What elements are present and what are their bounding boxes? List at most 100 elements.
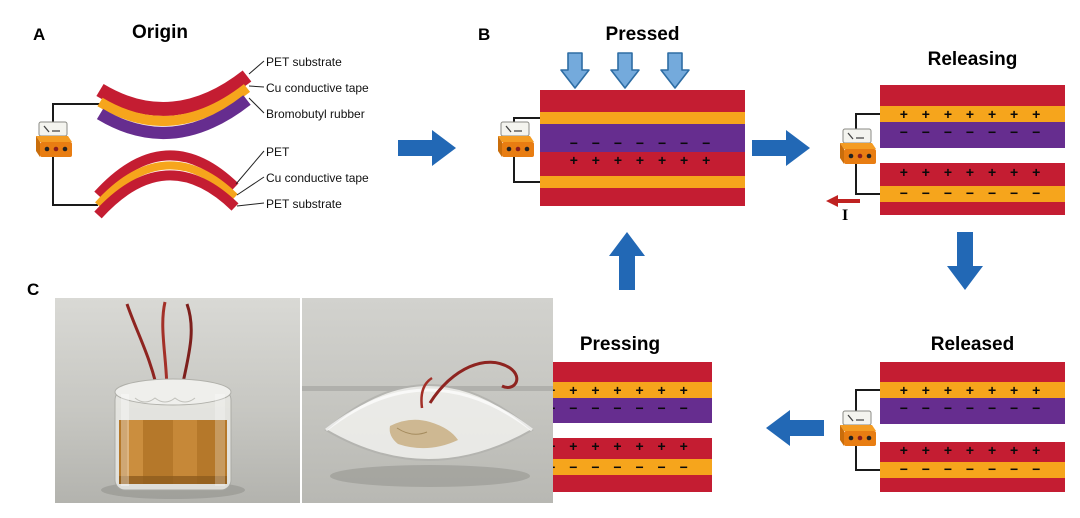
layer-pet <box>94 150 239 199</box>
copper-edge <box>119 476 227 484</box>
red-wire <box>428 360 519 404</box>
charge-row-plus: + + + + + + + <box>899 164 1046 180</box>
arrow-origin-to-pressed <box>398 130 456 166</box>
charge-row-plus: + + + + + + + <box>899 442 1046 458</box>
glass-highlight <box>121 394 129 486</box>
electrometer-icon <box>839 128 877 165</box>
press-arrow-icon <box>610 52 640 89</box>
layer-cu-tape <box>880 186 1065 202</box>
inner-device-detail <box>396 427 428 435</box>
releasing-stack: + + + + + + + − − − − − − − + + + + + + … <box>880 85 1065 215</box>
layer-pet-substrate <box>540 188 745 206</box>
photo-device-front <box>55 298 300 503</box>
label-pet-substrate-bot: PET substrate <box>266 197 342 211</box>
state-pressed: Pressed − − − − − − − + + + + + + + <box>490 18 750 210</box>
label-pet-substrate-top: PET substrate <box>266 55 342 69</box>
electrometer-icon <box>497 121 535 158</box>
state-title-released: Released <box>930 334 1015 355</box>
layer-cu-tape <box>528 382 712 398</box>
state-title-pressing: Pressing <box>579 334 661 355</box>
layer-pet-substrate <box>880 478 1065 492</box>
inner-film <box>134 397 196 403</box>
charge-row-minus: − − − − − − − <box>899 461 1046 477</box>
layer-pet-substrate <box>880 362 1065 382</box>
releasing-circuit <box>826 113 880 207</box>
press-arrow-icon <box>560 52 590 89</box>
origin-title: Origin <box>132 22 188 43</box>
charge-row-plus: + + + + + + + <box>569 152 716 168</box>
label-cu-tape-top: Cu conductive tape <box>266 81 369 95</box>
state-title-releasing: Releasing <box>927 49 1018 70</box>
pressed-circuit <box>497 117 540 183</box>
inner-device <box>389 419 458 449</box>
current-arrow-icon <box>826 195 860 207</box>
lens-highlight <box>325 388 533 432</box>
layer-rubber <box>540 124 745 152</box>
layer-pet <box>880 163 1065 186</box>
charge-row-plus: + + + + + + + <box>547 382 693 398</box>
arrow-releasing-to-released <box>947 232 983 290</box>
arrow-pressing-to-pressed <box>609 232 645 290</box>
cylinder-top <box>114 378 232 406</box>
layer-rubber <box>528 398 712 423</box>
charge-row-plus: + + + + + + + <box>547 438 693 454</box>
layer-pet <box>528 438 712 459</box>
state-title-pressed: Pressed <box>605 24 680 45</box>
layer-cu-tape <box>540 176 745 188</box>
charge-row-minus: − − − − − − − <box>547 459 693 475</box>
press-arrow-icon <box>660 52 690 89</box>
origin-diagram <box>35 60 265 219</box>
device-shadow <box>330 465 530 487</box>
layer-cu-tape <box>540 112 745 124</box>
layer-pet-substrate <box>880 202 1065 215</box>
layer-pet-substrate <box>540 90 745 112</box>
layer-cu-tape <box>880 462 1065 478</box>
layer-cu-tape <box>880 106 1065 122</box>
state-released: Released + + + + + + + − − − − − − − + +… <box>820 330 1080 500</box>
charge-row-plus: + + + + + + + <box>899 382 1046 398</box>
arrow-released-to-pressing <box>766 410 824 446</box>
label-cu-tape-bottom: Cu conductive tape <box>266 171 369 185</box>
layer-pet-substrate <box>880 85 1065 106</box>
layer-rubber <box>880 398 1065 424</box>
layer-pet-substrate <box>528 362 712 382</box>
panel-a-label: A <box>33 25 46 44</box>
layer-cu-tape <box>528 459 712 475</box>
state-pressing: Pressing I + + + + + + + − − − − − − − +… <box>470 330 720 500</box>
charge-row-minus: − − − − − − − <box>547 400 693 416</box>
panel-b-label: B <box>478 25 491 44</box>
layer-pet <box>540 152 745 176</box>
layer-bromobutyl-rubber <box>96 95 251 139</box>
layer-pet <box>880 442 1065 462</box>
electrometer-icon <box>839 410 877 447</box>
red-wire <box>420 376 433 409</box>
released-circuit <box>839 389 880 471</box>
layer-rubber <box>880 122 1065 148</box>
copper-highlight <box>127 420 143 484</box>
charge-row-minus: − − − − − − − <box>569 135 716 151</box>
panel-c-label: C <box>27 280 40 299</box>
label-bromobutyl-rubber: Bromobutyl rubber <box>266 107 365 121</box>
layer-cu-tape <box>95 161 238 208</box>
copper-highlight <box>173 420 197 484</box>
charge-row-minus: − − − − − − − <box>899 185 1046 201</box>
layer-pet-substrate <box>94 170 239 219</box>
glass-highlight <box>215 394 225 486</box>
state-releasing: Releasing I + + + + + + + − − − − − − − … <box>820 45 1080 235</box>
arrow-pressed-to-releasing <box>752 130 810 166</box>
layer-pet-substrate <box>96 70 252 116</box>
pressing-stack: + + + + + + + − − − − − − − + + + + + + … <box>528 362 712 492</box>
photo-device-side <box>302 298 553 503</box>
charge-row-minus: − − − − − − − <box>899 400 1046 416</box>
charge-row-plus: + + + + + + + <box>899 106 1046 122</box>
label-leader-lines <box>235 60 265 207</box>
pressed-stack: − − − − − − − + + + + + + + <box>540 90 745 206</box>
layer-cu-tape <box>880 382 1065 398</box>
current-label: I <box>842 207 849 224</box>
electrometer-icon <box>35 121 73 158</box>
label-pet: PET <box>266 145 290 159</box>
charge-row-minus: − − − − − − − <box>899 124 1046 140</box>
released-stack: + + + + + + + − − − − − − − + + + + + + … <box>880 362 1065 492</box>
layer-pet-substrate <box>528 475 712 492</box>
layer-cu-tape <box>97 84 251 126</box>
